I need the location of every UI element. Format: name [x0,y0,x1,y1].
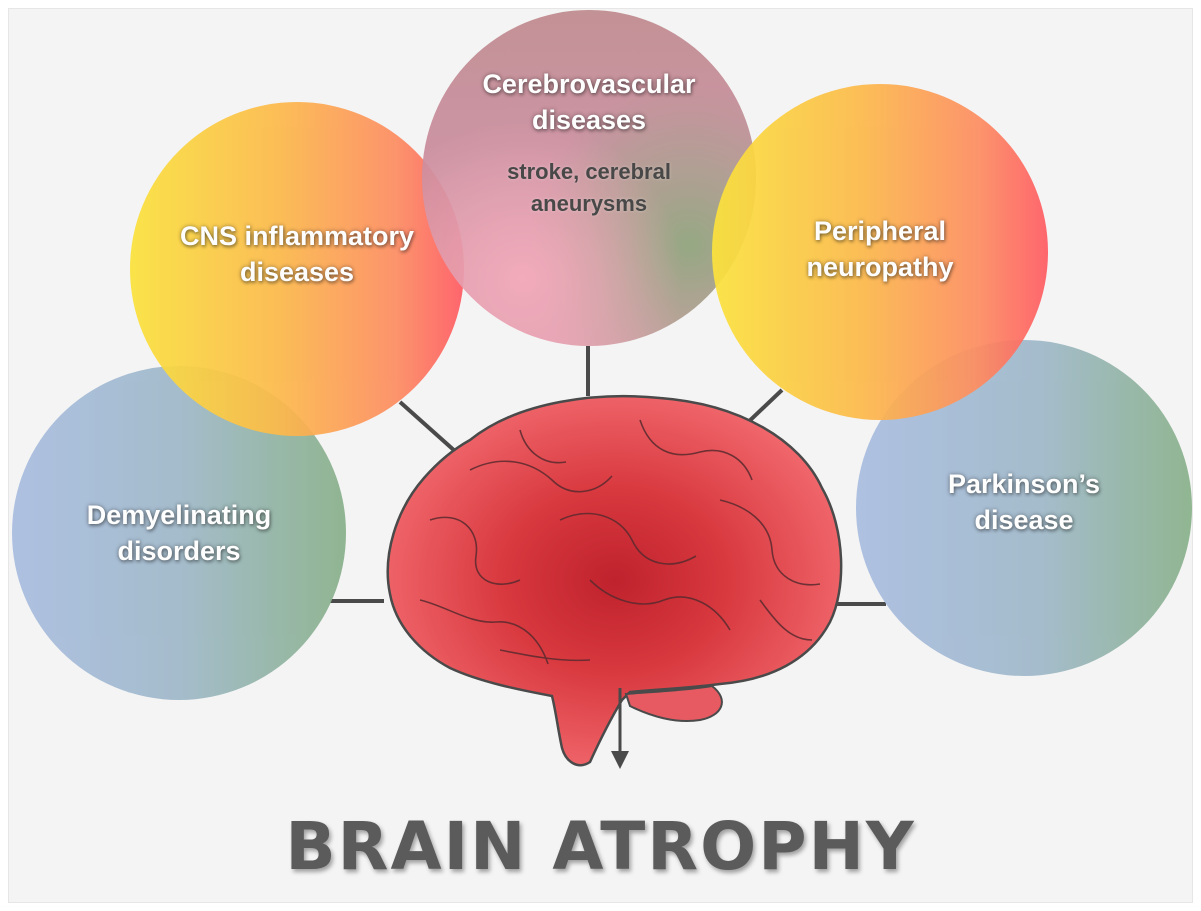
bubble-demyelinating: Demyelinating disorders [12,366,346,700]
bubble-cerebrovascular: Cerebrovascular diseases stroke, cerebra… [422,10,756,346]
label-parkinsons: Parkinson’s disease [947,469,1101,535]
bubble-peripheral-neuropathy: Peripheral neuropathy [712,84,1048,420]
brain-shape [386,394,843,767]
diagram-title: BRAIN ATROPHY [285,808,916,885]
connector-cns [398,400,458,454]
label-cerebrovascular: Cerebrovascular diseases [482,69,696,135]
cerebellum-shape [624,684,723,722]
label-demyelinating: Demyelinating disorders [86,500,272,566]
brain-folds [419,419,821,665]
sublabel-cerebrovascular: stroke, cerebral aneurysms [507,159,671,216]
label-peripheral-neuropathy: Peripheral neuropathy [806,216,954,282]
brain-illustration [386,394,843,767]
bubble-cns-inflammatory: CNS inflammatory diseases [130,102,464,436]
label-cns-inflammatory: CNS inflammatory diseases [179,221,415,287]
